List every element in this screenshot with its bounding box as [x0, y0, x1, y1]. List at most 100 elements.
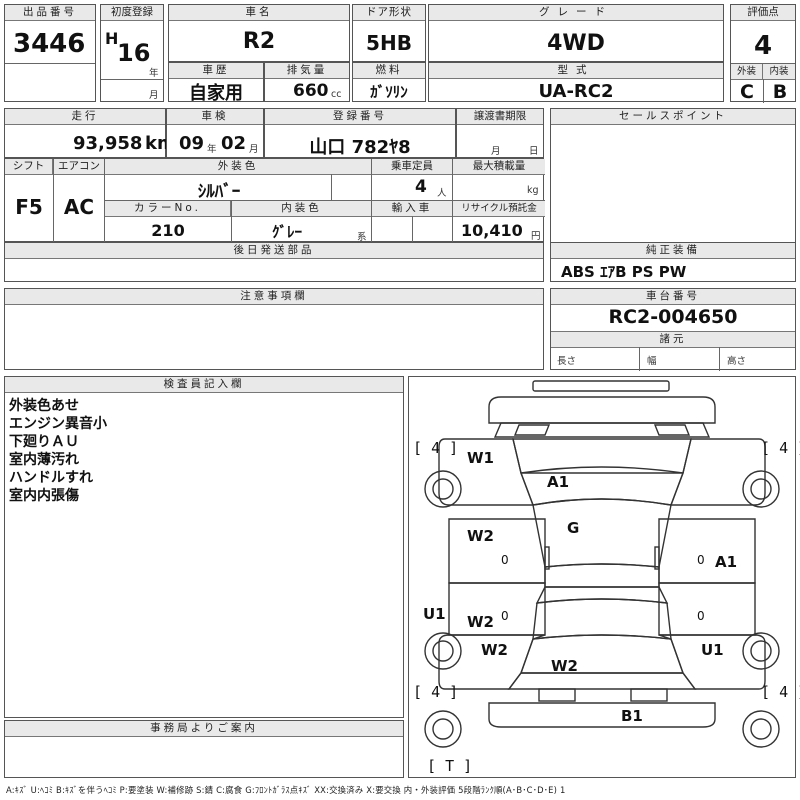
spec-length-label: 長さ — [557, 356, 577, 367]
mark-w2-rear: W2 — [551, 657, 578, 675]
later-parts-label: 後日発送部品 — [5, 243, 543, 259]
color-no-label: カラーNo. — [105, 201, 231, 217]
plate-label: 登録番号 — [265, 109, 455, 125]
fuel-label: 燃料 — [353, 63, 425, 79]
door-cell: ドア形状 5HB — [352, 4, 426, 62]
damage-diagram: [ 4 ] [ 4 ] [ 4 ] [ 4 ] [ T ] W1 A1 G W2… — [408, 376, 800, 778]
tire-rl-value: 4 — [431, 683, 441, 701]
later-parts-cell: 後日発送部品 — [4, 242, 544, 282]
int-color-label: 内装色 — [232, 201, 371, 217]
history-cell: 車歴 自家用 — [168, 62, 264, 104]
int-grade-value: B — [772, 81, 788, 103]
lot-cell: 出品番号 3446 — [4, 4, 96, 102]
model-value: UA-RC2 — [538, 81, 614, 102]
sales-points-cell: セールスポイント — [550, 108, 796, 258]
mark-w2-rl-door: W2 — [467, 613, 494, 631]
legend: A:ｷｽﾞ U:ﾍｺﾐ B:ｷｽﾞを伴うﾍｺﾐ P:要塗装 W:補修跡 S:錆 … — [6, 785, 566, 795]
aircon-label: エアコン — [54, 159, 104, 175]
history-value: 自家用 — [189, 83, 243, 104]
mark-w2-rear-fender: W2 — [481, 641, 508, 659]
spare-value: T — [445, 757, 455, 775]
transfer-label: 譲渡書期限 — [457, 109, 543, 125]
remark-item: 室内内張傷 — [9, 488, 79, 504]
tire-rr-value: 4 — [779, 683, 789, 701]
aircon-value: AC — [63, 195, 95, 219]
remark-item: 下廻りＡＵ — [9, 434, 79, 450]
tire-front-right: [ 4 ] — [761, 439, 800, 457]
inspector-cell: 検査員記入欄 外装色あせ エンジン異音小 下廻りＡＵ 室内薄汚れ ハンドルすれ … — [4, 376, 404, 718]
model-cell: 型式 UA-RC2 — [428, 62, 724, 102]
chassis-value: RC2-004650 — [608, 306, 738, 328]
chassis-label: 車台番号 — [551, 289, 795, 305]
equipment-cell: 純正装備 ABS ｴｱB PS PW — [550, 242, 796, 282]
import-label: 輸入車 — [372, 201, 452, 217]
mark-a1-right: A1 — [715, 553, 738, 571]
remark-item: 室内薄汚れ — [9, 452, 79, 468]
displacement-value: 660 — [293, 81, 329, 101]
int-color-value: ｸﾞﾚｰ — [271, 223, 302, 241]
tire-rear-right: [ 4 ] — [761, 683, 800, 701]
month-unit: 月 — [149, 90, 159, 101]
spec-height-label: 高さ — [727, 356, 747, 367]
office-label: 事務局よりご案内 — [5, 721, 403, 737]
ext-color-label: 外装色 — [105, 159, 371, 175]
displacement-label: 排気量 — [265, 63, 349, 79]
inspection-year: 09 — [179, 133, 205, 154]
inspection-year-unit: 年 — [207, 144, 217, 155]
displacement-cell: 排気量 660 cc — [264, 62, 350, 102]
door-label: ドア形状 — [353, 5, 425, 21]
first-reg-label: 初度登録 — [101, 5, 163, 21]
chassis-cell: 車台番号 RC2-004650 諸元 長さ 幅 高さ — [550, 288, 796, 371]
ext-grade-label: 外装 — [731, 64, 763, 80]
max-load-label: 最大積載量 — [453, 159, 545, 175]
mileage-cell: 走行 93,958 km — [4, 108, 176, 158]
car-outline — [424, 380, 780, 748]
mark-u1-right: U1 — [701, 641, 724, 659]
model-label: 型式 — [429, 63, 723, 79]
displacement-unit: cc — [331, 89, 342, 100]
car-name-value: R2 — [242, 29, 276, 54]
ext-color-value: ｼﾙﾊﾞｰ — [197, 182, 241, 202]
tire-fr-value: 4 — [779, 439, 789, 457]
int-grade-label: 内装 — [763, 64, 795, 80]
car-name-cell: 車名 R2 — [168, 4, 350, 62]
door-value: 5HB — [366, 31, 412, 55]
score-cell: 評価点 4 外装 内装 C B — [730, 4, 796, 103]
specs-label: 諸元 — [551, 331, 795, 348]
capacity-unit: 人 — [437, 188, 447, 199]
fuel-cell: 燃料 ｶﾞｿﾘﾝ — [352, 62, 426, 102]
transfer-cell: 譲渡書期限 月 日 — [456, 108, 544, 158]
lot-label: 出品番号 — [5, 5, 95, 21]
tire-rear-left: [ 4 ] — [413, 683, 459, 701]
mark-a1-hood: A1 — [547, 473, 570, 491]
color-no-value: 210 — [151, 221, 185, 240]
plate-cell: 登録番号 山口 782ﾔ8 — [264, 108, 456, 158]
mark-g: G — [567, 519, 580, 537]
inspection-label: 車検 — [167, 109, 263, 125]
tire-fl-value: 4 — [431, 439, 441, 457]
notes-label: 注意事項欄 — [5, 289, 543, 305]
capacity-label: 乗車定員 — [372, 159, 452, 175]
mileage-label: 走行 — [5, 109, 165, 125]
inspection-cell: 車検 09 年 02 月 — [166, 108, 264, 158]
inspection-month: 02 — [221, 133, 247, 154]
history-label: 車歴 — [169, 63, 263, 79]
int-color-suffix: 系 — [357, 232, 367, 243]
equipment-label: 純正装備 — [551, 243, 795, 259]
grade-label: グレード — [429, 5, 723, 21]
notes-cell: 注意事項欄 — [4, 288, 544, 370]
inspection-month-unit: 月 — [249, 144, 259, 155]
ext-grade-value: C — [740, 81, 754, 103]
mileage-value: 93,958 — [73, 133, 143, 154]
lot-number: 3446 — [13, 29, 86, 59]
plate-value: 山口 782ﾔ8 — [309, 137, 411, 158]
year-unit: 年 — [149, 68, 159, 79]
zero-mark: 0 — [697, 609, 705, 623]
spec-grid: シフト F5 エアコン AC 外装色 ｼﾙﾊﾞｰ 乗車定員 4 人 最大積載量 … — [4, 158, 545, 243]
mark-u1-left: U1 — [423, 605, 446, 623]
zero-mark: 0 — [697, 553, 705, 567]
zero-mark: 0 — [501, 609, 509, 623]
shift-value: F5 — [15, 195, 43, 219]
inspector-label: 検査員記入欄 — [5, 377, 403, 393]
transfer-day-unit: 日 — [529, 146, 539, 157]
